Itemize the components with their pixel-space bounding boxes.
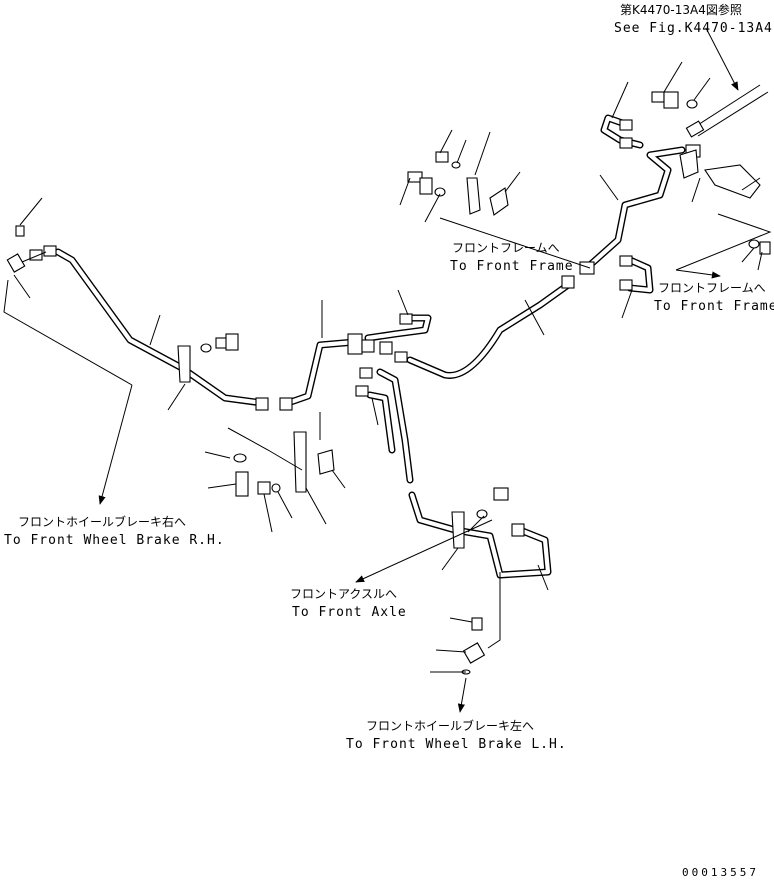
callout-leaders (13, 61, 763, 673)
front-frame-2-jp: フロントフレームへ (658, 281, 766, 295)
ref-en: See Fig.K4470-13A4 (614, 21, 773, 36)
wheel-brake-lh-jp: フロントホイールブレーキ左へ (366, 718, 534, 733)
front-frame-1-jp: フロントフレームへ (452, 241, 560, 255)
wheel-brake-rh-jp: フロントホイールブレーキ右へ (18, 514, 186, 529)
front-axle-en: To Front Axle (292, 605, 407, 620)
wheel-brake-rh-en: To Front Wheel Brake R.H. (4, 533, 225, 548)
wheel-brake-lh-en: To Front Wheel Brake L.H. (346, 737, 567, 752)
front-frame-1-en: To Front Frame (450, 259, 574, 274)
labels: 第K4470-13A4図参照 See Fig.K4470-13A4 フロントフレ… (4, 2, 774, 879)
fittings (6, 84, 771, 675)
front-frame-2-en: To Front Frame (654, 299, 774, 314)
ref-jp: 第K4470-13A4図参照 (620, 2, 742, 17)
front-axle-jp: フロントアクスルへ (290, 587, 397, 601)
drawing-number: 00013557 (682, 866, 759, 879)
destination-arrows (3, 27, 772, 713)
